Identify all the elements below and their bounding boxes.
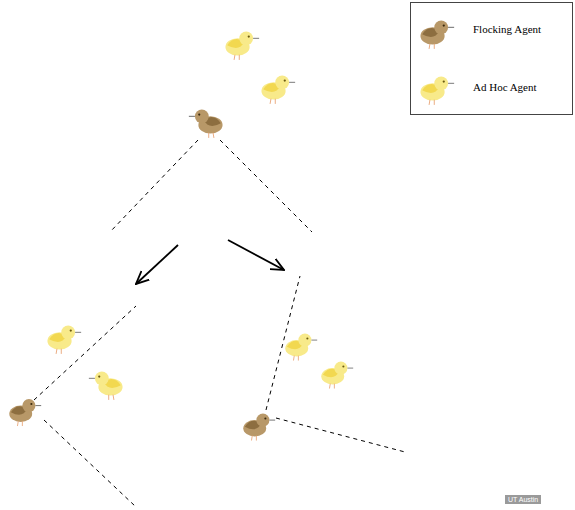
ad-hoc-bird [47, 325, 81, 354]
ad-hoc-bird [89, 371, 123, 400]
ad-hoc-bird [225, 31, 259, 60]
view-line [44, 420, 135, 506]
view-line [110, 140, 198, 232]
view-line [276, 418, 405, 452]
view-line [34, 306, 136, 400]
ad-hoc-bird [261, 75, 295, 104]
transition-arrow [136, 245, 178, 284]
ad-hoc-legend-icon [417, 69, 457, 109]
legend-text: Ad Hoc Agent [473, 81, 537, 93]
view-line [220, 140, 312, 232]
flocking-legend-icon [417, 13, 457, 53]
ad-hoc-bird [321, 362, 353, 389]
flocking-bird [9, 399, 41, 426]
ad-hoc-bird [285, 334, 317, 361]
transition-arrow [228, 240, 284, 270]
watermark: UT Austin [505, 495, 541, 504]
view-line [266, 276, 300, 410]
flocking-bird [243, 414, 275, 441]
legend-text: Flocking Agent [473, 23, 541, 35]
legend-box: Flocking Agent Ad Hoc Agent [410, 2, 573, 115]
flocking-bird [189, 109, 223, 138]
